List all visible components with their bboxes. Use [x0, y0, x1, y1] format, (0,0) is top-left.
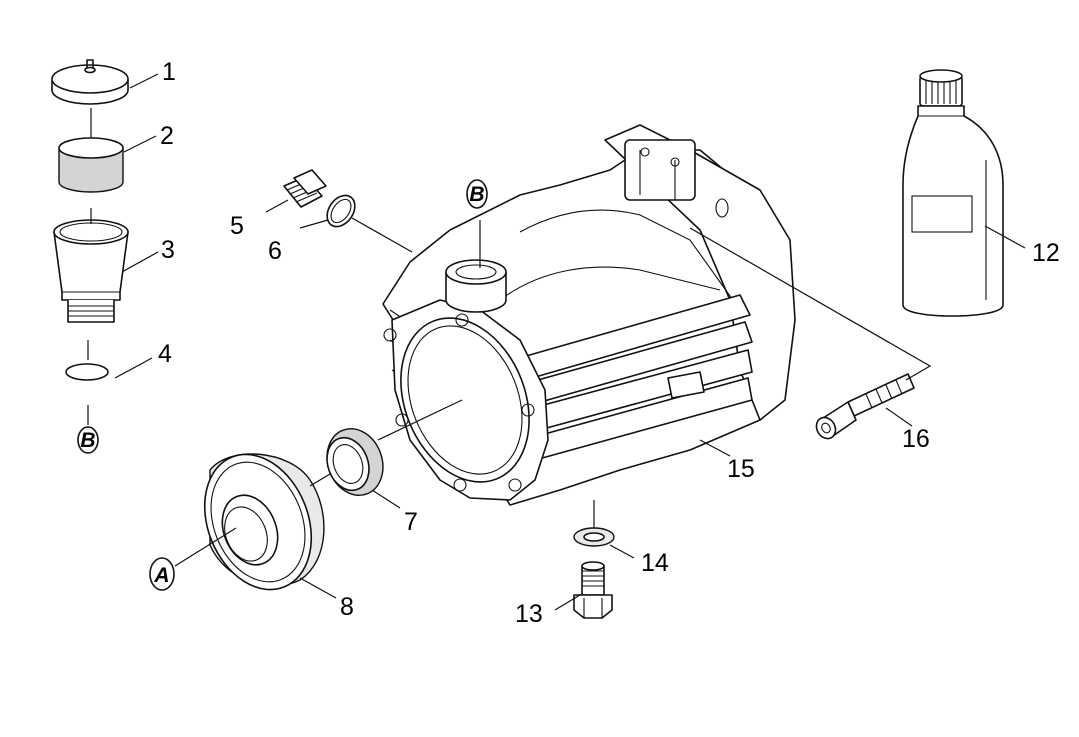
- callout-5: 5: [230, 212, 244, 240]
- part-3-reservoir: [53, 219, 129, 323]
- svg-text:B: B: [80, 429, 95, 452]
- svg-text:B: B: [469, 183, 484, 206]
- callout-1: 1: [162, 58, 176, 86]
- leader-lines: [114, 73, 1026, 611]
- ref-mark-b-housing: B: [466, 179, 488, 209]
- callout-2: 2: [160, 122, 174, 150]
- callout-7: 7: [404, 508, 418, 536]
- part-6-seal-ring: [326, 194, 356, 228]
- part-8-bearing: [203, 453, 325, 591]
- left-column-axis: [87, 108, 92, 425]
- part-1-cap: [51, 59, 129, 105]
- callout-15: 15: [727, 455, 755, 483]
- part-16-bolt: [815, 373, 915, 440]
- ref-mark-a-bearing: A: [149, 557, 175, 591]
- callout-numbers: 1 2 3 4 5 6 7 8 12 13 14 15 16: [158, 58, 1060, 628]
- part-4-o-ring: [65, 363, 109, 381]
- part-13-drain-screw: [573, 561, 613, 619]
- svg-text:A: A: [153, 564, 169, 587]
- callout-3: 3: [161, 236, 175, 264]
- part-12-oil-bottle: [902, 69, 1004, 317]
- part-7-shaft-seal: [326, 428, 384, 496]
- part-15-housing: [382, 124, 796, 506]
- part-2-filter: [58, 137, 124, 193]
- ref-mark-b-left: B: [77, 426, 99, 454]
- callout-4: 4: [158, 340, 172, 368]
- callout-8: 8: [340, 593, 354, 621]
- callout-14: 14: [641, 549, 669, 577]
- part-5-plug: [283, 169, 327, 208]
- callout-13: 13: [515, 600, 543, 628]
- callout-12: 12: [1032, 239, 1060, 267]
- part-14-washer: [573, 527, 615, 547]
- callout-6: 6: [268, 237, 282, 265]
- callout-16: 16: [902, 425, 930, 453]
